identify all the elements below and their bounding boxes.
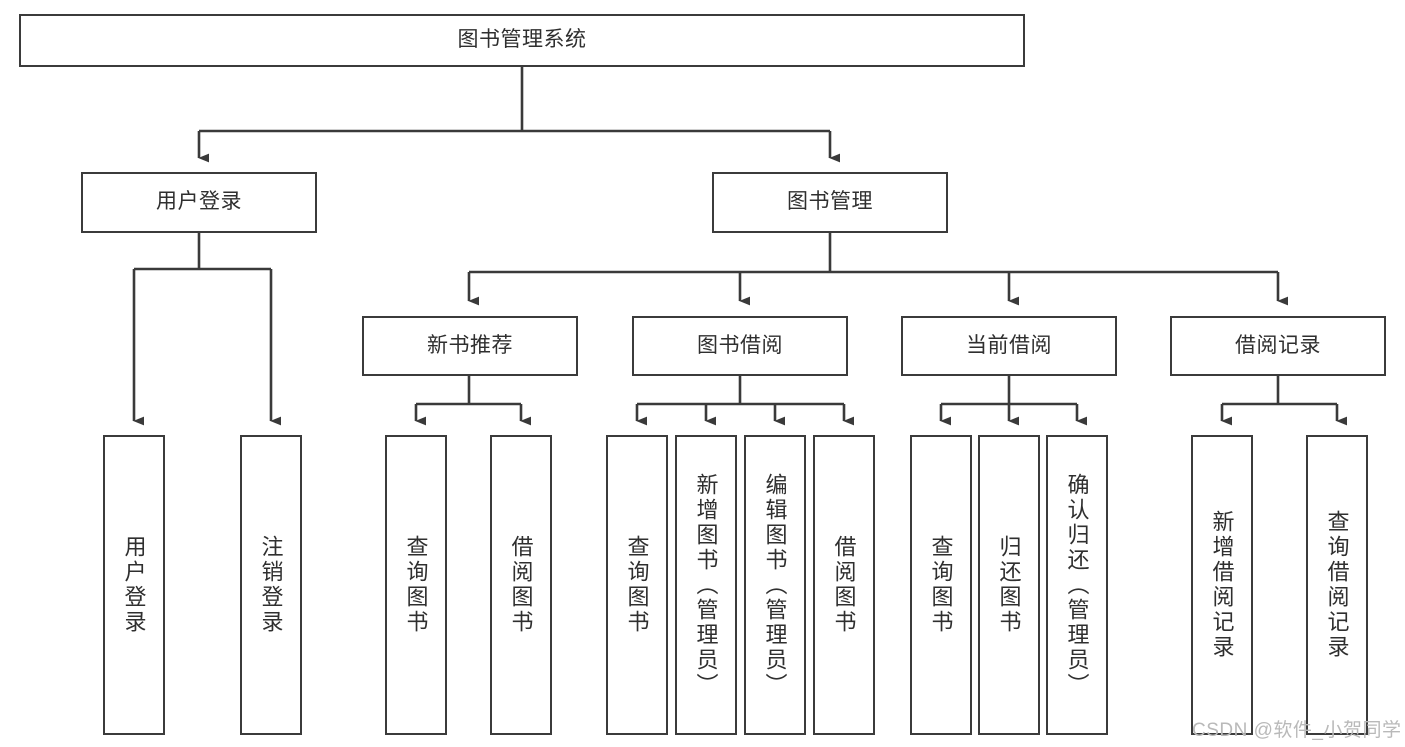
node-new-book-recommend[interactable]: 新书推荐 [362,316,578,376]
leaf-current-borrow-return[interactable]: 归还图书 [978,435,1040,735]
leaf-user-login-logout[interactable]: 注销登录 [240,435,302,735]
leaf-borrow-record-add[interactable]: 新增借阅记录 [1191,435,1253,735]
leaf-user-login-logout-label: 注销登录 [258,535,284,635]
node-current-borrow[interactable]: 当前借阅 [901,316,1117,376]
leaf-current-borrow-confirm[interactable]: 确认归还（管理员） [1046,435,1108,735]
node-book-manage-label: 图书管理 [787,190,873,214]
node-user-login[interactable]: 用户登录 [81,172,317,233]
leaf-book-borrow-add[interactable]: 新增图书（管理员） [675,435,737,735]
leaf-current-borrow-query-label: 查询图书 [928,535,954,635]
leaf-book-borrow-query-label: 查询图书 [624,535,650,635]
node-root-label: 图书管理系统 [457,28,587,52]
leaf-book-borrow-borrow[interactable]: 借阅图书 [813,435,875,735]
node-borrow-record-label: 借阅记录 [1235,333,1321,357]
leaf-user-login-login[interactable]: 用户登录 [103,435,165,735]
node-book-borrow-label: 图书借阅 [697,333,783,357]
node-book-manage[interactable]: 图书管理 [712,172,948,233]
leaf-book-borrow-add-label: 新增图书（管理员） [693,472,719,698]
node-new-book-recommend-label: 新书推荐 [427,333,513,357]
leaf-current-borrow-query[interactable]: 查询图书 [910,435,972,735]
leaf-borrow-record-query-label: 查询借阅记录 [1324,510,1350,660]
leaf-current-borrow-return-label: 归还图书 [996,535,1022,635]
leaf-book-borrow-edit-label: 编辑图书（管理员） [762,472,788,698]
node-current-borrow-label: 当前借阅 [966,333,1052,357]
csdn-watermark: CSDN @软件_小贺同学 [1192,720,1402,741]
leaf-borrow-record-query[interactable]: 查询借阅记录 [1306,435,1368,735]
leaf-new-book-query-label: 查询图书 [403,535,429,635]
node-book-borrow[interactable]: 图书借阅 [632,316,848,376]
node-root[interactable]: 图书管理系统 [19,14,1025,67]
leaf-new-book-borrow[interactable]: 借阅图书 [490,435,552,735]
leaf-book-borrow-edit[interactable]: 编辑图书（管理员） [744,435,806,735]
leaf-current-borrow-confirm-label: 确认归还（管理员） [1064,472,1090,698]
leaf-user-login-login-label: 用户登录 [121,535,147,635]
leaf-borrow-record-add-label: 新增借阅记录 [1209,510,1235,660]
leaf-book-borrow-borrow-label: 借阅图书 [831,535,857,635]
leaf-book-borrow-query[interactable]: 查询图书 [606,435,668,735]
node-borrow-record[interactable]: 借阅记录 [1170,316,1386,376]
node-user-login-label: 用户登录 [156,190,242,214]
leaf-new-book-borrow-label: 借阅图书 [508,535,534,635]
leaf-new-book-query[interactable]: 查询图书 [385,435,447,735]
